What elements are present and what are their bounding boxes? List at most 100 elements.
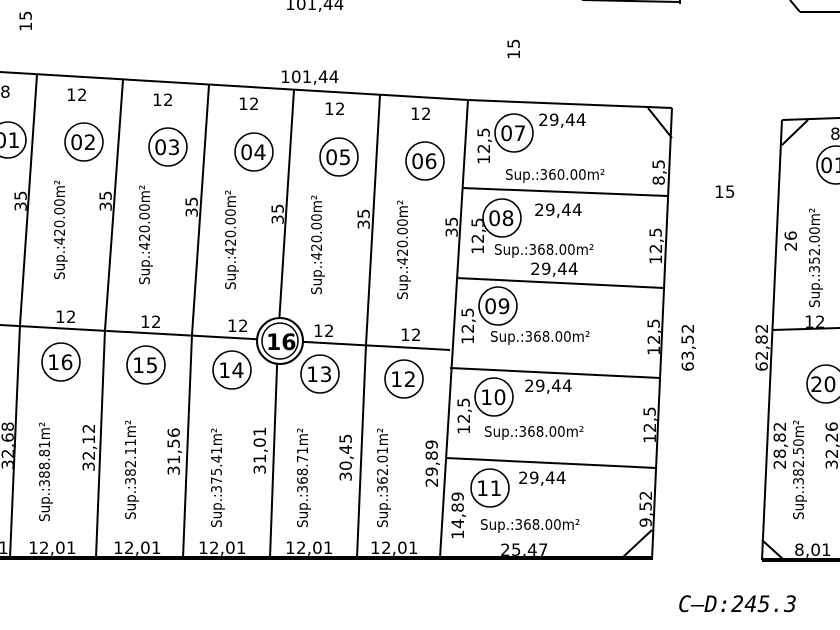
- neighbor-block: 8 01 Sup.:352.00m² 26 12 20 Sup.:382.50m…: [771, 125, 840, 561]
- block-width-label: 101,44: [280, 68, 339, 88]
- lot-11-left: 14,89: [449, 491, 469, 540]
- neighbor-bottom-side2: 32,26: [823, 421, 840, 470]
- lot-15-right-depth: 31,56: [165, 427, 185, 476]
- street-top-label: 15: [505, 38, 525, 60]
- lot-12-right-depth: 29,89: [423, 439, 443, 488]
- lot-02-id: 02: [70, 131, 97, 155]
- bottom-row-lots: 12 16 Sup.:388.81m² 32,68 32,12 12,01 12…: [0, 308, 443, 559]
- neighbor-top-front: 12: [804, 313, 826, 333]
- lot-14-right-depth: 31,01: [251, 426, 271, 475]
- lot-08-area: Sup.:368.00m²: [494, 241, 594, 259]
- lot-16-right-depth: 32,12: [80, 423, 100, 472]
- lot-04-depth: 35: [269, 203, 289, 225]
- neighbor-bottom-bottom: 8,01: [794, 541, 832, 561]
- neighbor-top-id: 01: [820, 154, 840, 178]
- lot-08-extra-left: 35: [443, 216, 463, 238]
- lot-12-id: 12: [390, 368, 417, 392]
- neighbor-top-area: Sup.:352.00m²: [806, 208, 824, 308]
- street-left-label: 15: [17, 10, 37, 32]
- lot-13-right-depth: 30,45: [337, 433, 357, 482]
- lot-05-depth: 35: [355, 208, 375, 230]
- lot-03-front: 12: [152, 91, 174, 111]
- lot-06-id: 06: [411, 150, 438, 174]
- lot-14-top: 12: [227, 317, 249, 337]
- lot-08-bottom-width: 29,44: [530, 260, 579, 280]
- lot-04-id: 04: [240, 141, 267, 165]
- lot-12-area: Sup.:362.01m²: [374, 428, 392, 528]
- lot-04-front: 12: [238, 95, 260, 115]
- lot-15-top: 12: [140, 313, 162, 333]
- lot-02-area: Sup.:420.00m²: [51, 180, 69, 280]
- lot-07-right: 8,5: [650, 159, 670, 186]
- lot-05-id: 05: [325, 146, 352, 170]
- neighbor-top-extra: 8: [830, 125, 840, 145]
- lot-16-bottom: 12,01: [28, 539, 77, 559]
- lot-15-area: Sup.:382.11m²: [122, 420, 140, 520]
- lot-15-id: 15: [132, 354, 159, 378]
- lot-03-id: 03: [154, 136, 181, 160]
- lot-14-area: Sup.:375.41m²: [208, 428, 226, 528]
- neighbor-top-side: 26: [782, 230, 802, 252]
- lot-13-top: 12: [313, 322, 335, 342]
- lot-01-depth: 35: [12, 190, 32, 212]
- neighbor-depth-label: 62,82: [753, 323, 773, 372]
- block-outline: [0, 0, 840, 562]
- lot-14-bottom: 12,01: [198, 539, 247, 559]
- lot-01-id: 01: [0, 129, 21, 153]
- lot-13-bottom: 12,01: [285, 539, 334, 559]
- lot-09-area: Sup.:368.00m²: [490, 328, 590, 346]
- lot-08-width: 29,44: [534, 201, 583, 221]
- lot-14-id: 14: [218, 359, 245, 383]
- block-marker-label: 16: [266, 331, 297, 356]
- lot-07-width: 29,44: [538, 111, 587, 131]
- lot-16-area: Sup.:388.81m²: [36, 422, 54, 522]
- lot-07-area: Sup.:360.00m²: [505, 166, 605, 184]
- lot-03-area: Sup.:420.00m²: [136, 185, 154, 285]
- left-edge-bottom: 1: [0, 539, 9, 559]
- lot-11-area: Sup.:368.00m²: [480, 516, 580, 534]
- lot-06-area: Sup.:420.00m²: [394, 200, 412, 300]
- lot-11-right: 9,52: [637, 490, 657, 528]
- scale-annotation: C–D:245.3: [678, 593, 797, 618]
- lot-11-width: 29,44: [518, 469, 567, 489]
- lot-15-bottom: 12,01: [113, 539, 162, 559]
- lot-05-area: Sup.:420.00m²: [308, 195, 326, 295]
- lot-10-right: 12,5: [641, 406, 661, 444]
- lot-03-depth: 35: [183, 196, 203, 218]
- neighbor-bottom-id: 20: [810, 373, 837, 397]
- lot-12-top: 12: [400, 326, 422, 346]
- lot-11-bottom: 25,47: [500, 541, 549, 561]
- lot-10-left: 12,5: [455, 397, 475, 435]
- block-marker: 16: [256, 317, 304, 365]
- lot-05-front: 12: [324, 100, 346, 120]
- lot-11-id: 11: [476, 477, 503, 501]
- lot-09-left: 12,5: [459, 307, 479, 345]
- lot-13-area: Sup.:368.71m²: [294, 428, 312, 528]
- lot-16-id: 16: [47, 351, 74, 375]
- lot-09-id: 09: [484, 295, 511, 319]
- lot-10-area: Sup.:368.00m²: [484, 423, 584, 441]
- top-row-lots: 8 01 12 02 Sup.:420.00m² 35 35 12 03 Sup…: [0, 83, 445, 300]
- lot-12-bottom: 12,01: [370, 539, 419, 559]
- street-mid-label: 15: [714, 183, 736, 203]
- neighbor-bottom-area: Sup.:382.50m²: [790, 420, 808, 520]
- right-column-lots: 07 29,44 Sup.:360.00m² 12,5 8,5 08 29,44…: [443, 111, 670, 561]
- lot-02-front: 12: [66, 86, 88, 106]
- lot-01-front: 8: [0, 83, 11, 103]
- lot-13-id: 13: [306, 363, 333, 387]
- lot-07-left: 12,5: [475, 127, 495, 165]
- lot-06-front: 12: [410, 105, 432, 125]
- lot-04-area: Sup.:420.00m²: [222, 190, 240, 290]
- lot-08-right: 12,5: [647, 227, 667, 265]
- neighbor-bottom-side: 28,82: [771, 421, 791, 470]
- lot-16-left-depth: 32,68: [0, 421, 19, 470]
- top-edge-label: 101,44: [285, 0, 344, 15]
- lot-07-id: 07: [500, 122, 527, 146]
- lot-02-depth: 35: [97, 190, 117, 212]
- lot-10-id: 10: [480, 386, 507, 410]
- block-depth-label: 63,52: [679, 323, 699, 372]
- lot-08-left: 12,5: [469, 217, 489, 255]
- lot-08-id: 08: [488, 207, 515, 231]
- lot-16-top: 12: [55, 308, 77, 328]
